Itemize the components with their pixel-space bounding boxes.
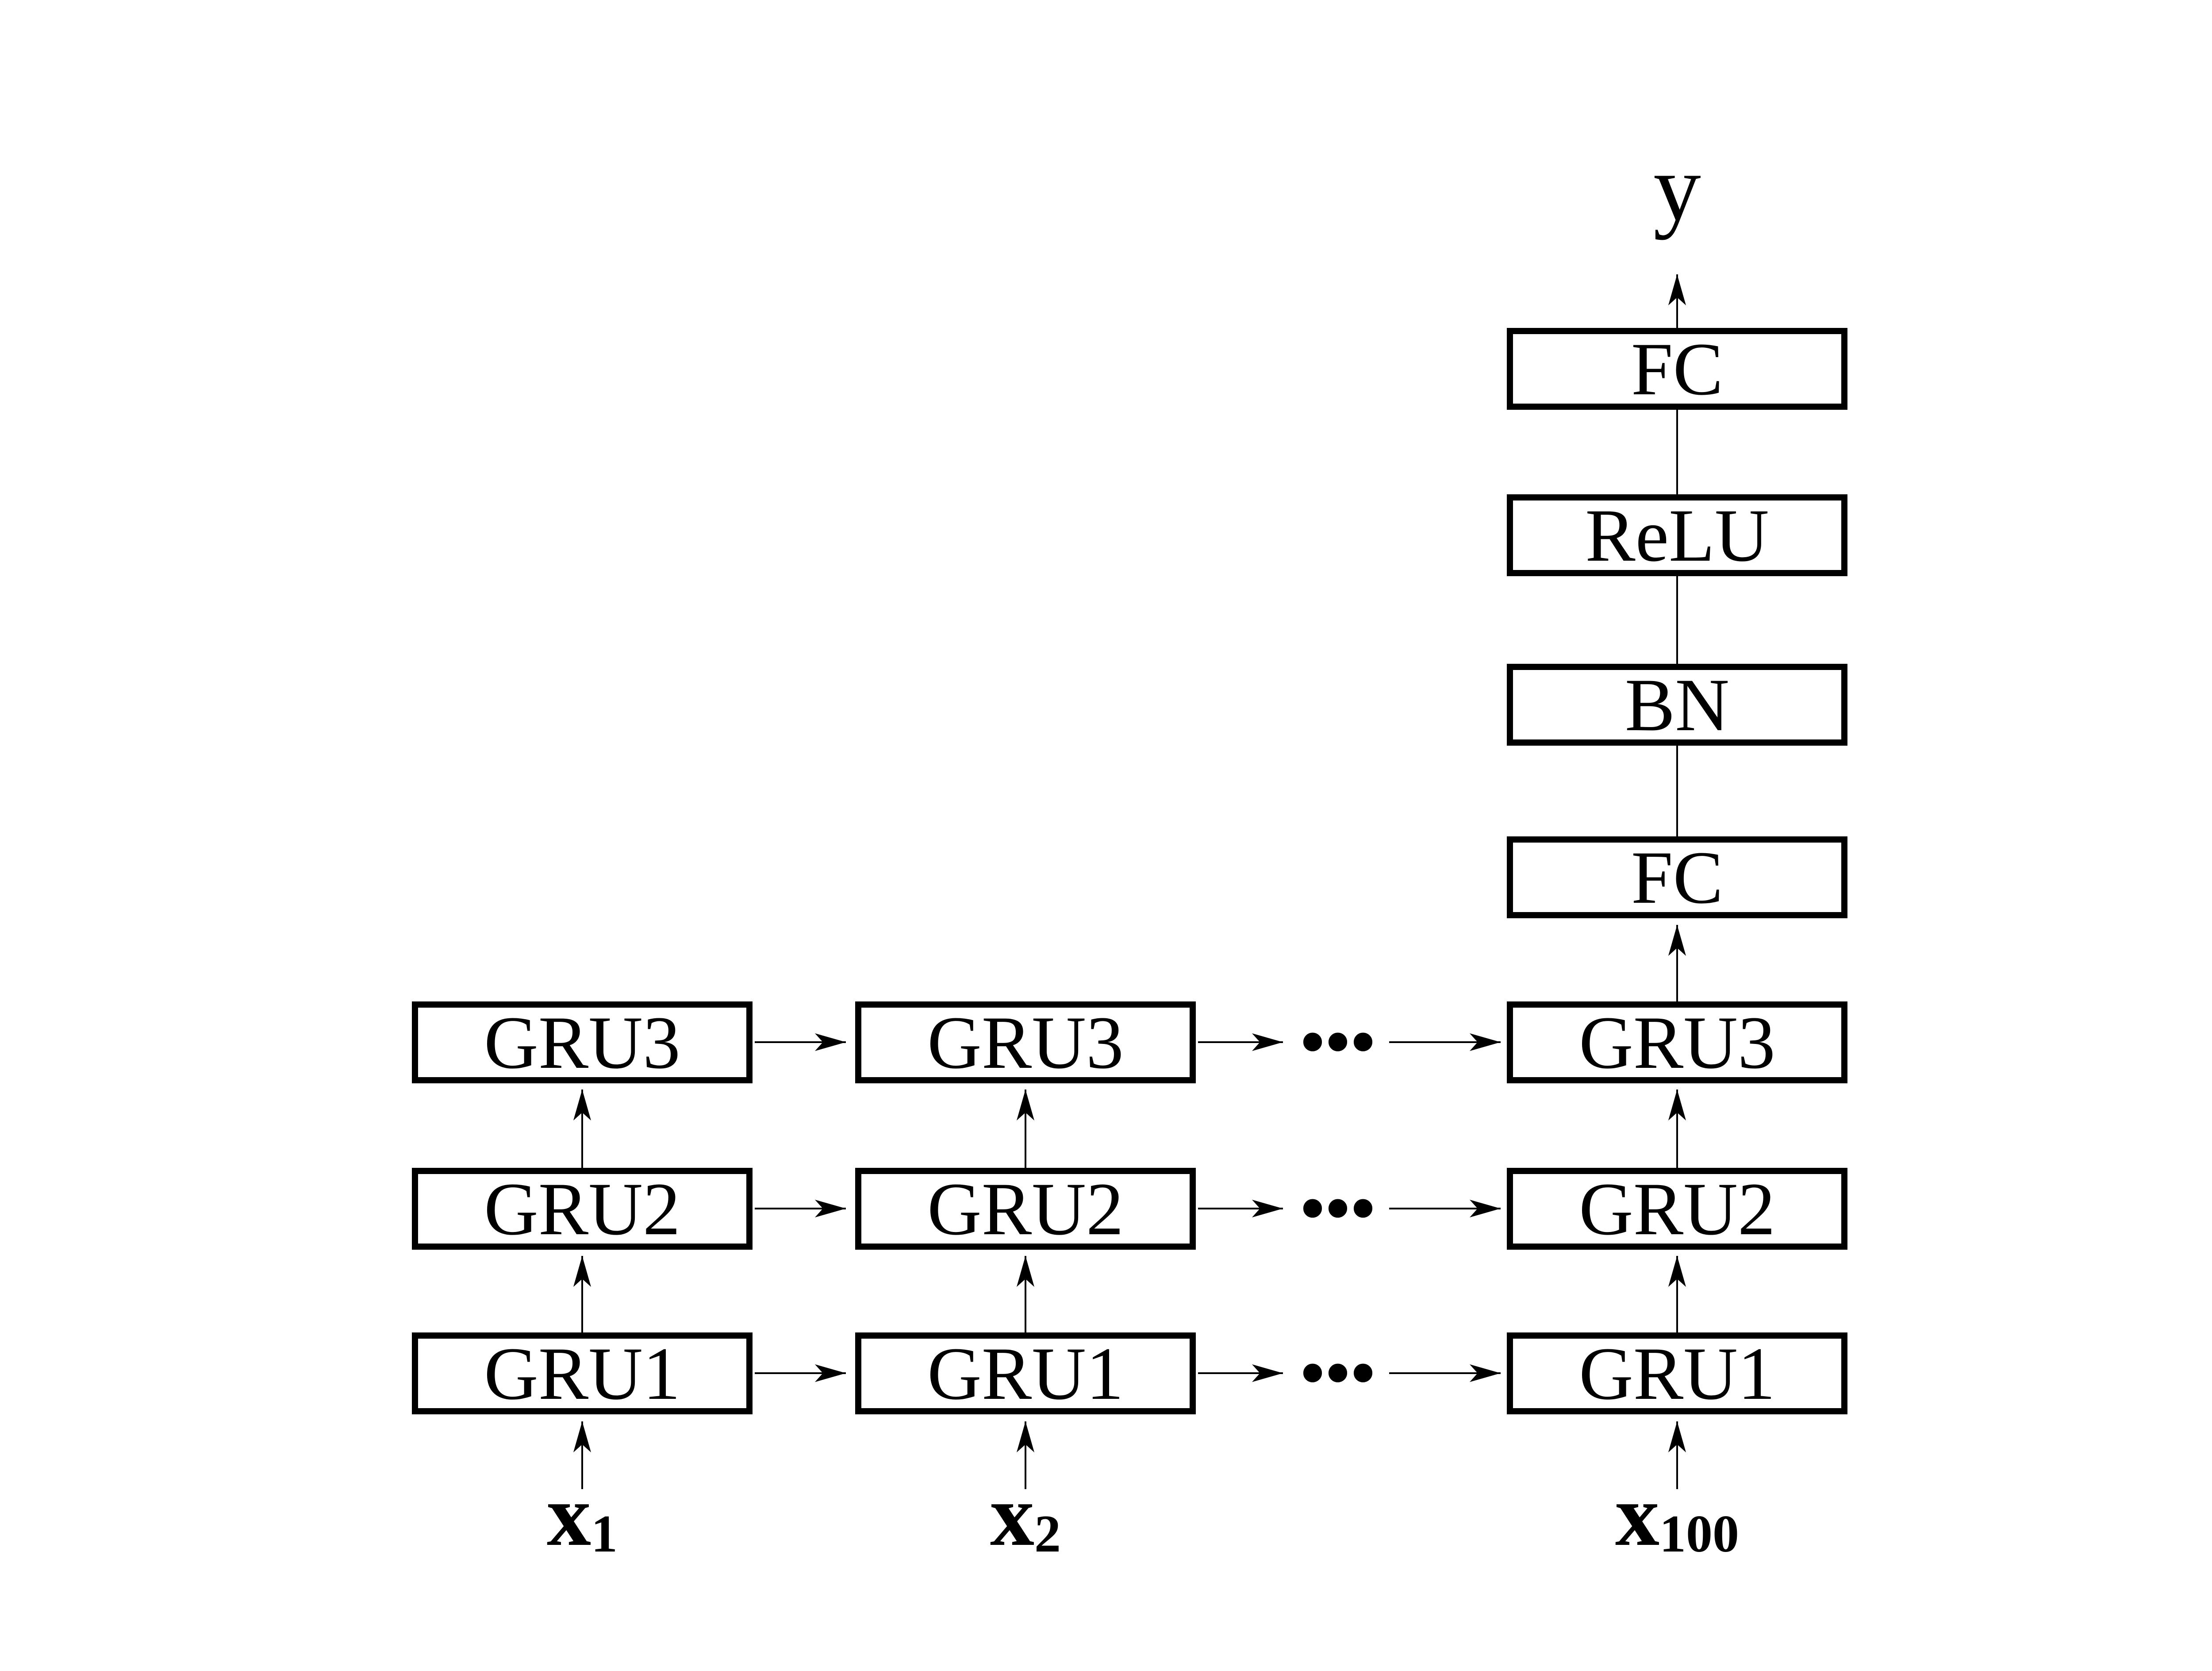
gru1-box-step2: GRU1 [855, 1332, 1196, 1414]
input-sub-step100: 100 [1659, 1504, 1739, 1563]
gru1-label-step1: GRU1 [484, 1332, 680, 1415]
output-label: y [1653, 135, 1701, 240]
gru1-box-step100: GRU1 [1507, 1332, 1847, 1414]
gru3-label-step100: GRU3 [1579, 1001, 1775, 1084]
gru2-label-step2: GRU2 [927, 1167, 1124, 1251]
gru2-label-step1: GRU2 [484, 1167, 680, 1251]
gru2-label-step100: GRU2 [1579, 1167, 1775, 1251]
gru2-box-step1: GRU2 [412, 1168, 753, 1250]
fc-hidden-box: FC [1507, 836, 1847, 918]
input-sub-step2: 2 [1034, 1504, 1061, 1563]
gru3-box-step1: GRU3 [412, 1001, 753, 1083]
ellipsis-gru1-row: ... [1298, 1278, 1378, 1406]
bn-label: BN [1624, 663, 1730, 747]
ellipsis-gru2-row: ... [1298, 1114, 1378, 1241]
relu-label: ReLU [1585, 493, 1769, 577]
gru3-label-step2: GRU3 [927, 1001, 1124, 1084]
gru3-box-step2: GRU3 [855, 1001, 1196, 1083]
fc-output-label: FC [1631, 327, 1723, 411]
input-label-step2: x2 [893, 1471, 1158, 1560]
ellipsis-gru3-row: ... [1298, 947, 1378, 1075]
input-base-step100: x [1615, 1467, 1659, 1564]
gru1-label-step2: GRU1 [927, 1332, 1124, 1415]
gru1-box-step1: GRU1 [412, 1332, 753, 1414]
input-sub-step1: 1 [591, 1504, 618, 1563]
fc-output-box: FC [1507, 328, 1847, 410]
fc-hidden-label: FC [1631, 836, 1723, 919]
bn-box: BN [1507, 664, 1847, 746]
gru3-box-step100: GRU3 [1507, 1001, 1847, 1083]
input-base-step1: x [547, 1467, 591, 1564]
input-label-step1: x1 [449, 1471, 715, 1560]
gru2-box-step100: GRU2 [1507, 1168, 1847, 1250]
input-base-step2: x [990, 1467, 1034, 1564]
relu-box: ReLU [1507, 494, 1847, 576]
gru3-label-step1: GRU3 [484, 1001, 680, 1084]
gru1-label-step100: GRU1 [1579, 1332, 1775, 1415]
gru2-box-step2: GRU2 [855, 1168, 1196, 1250]
input-label-step100: x100 [1544, 1471, 1810, 1560]
